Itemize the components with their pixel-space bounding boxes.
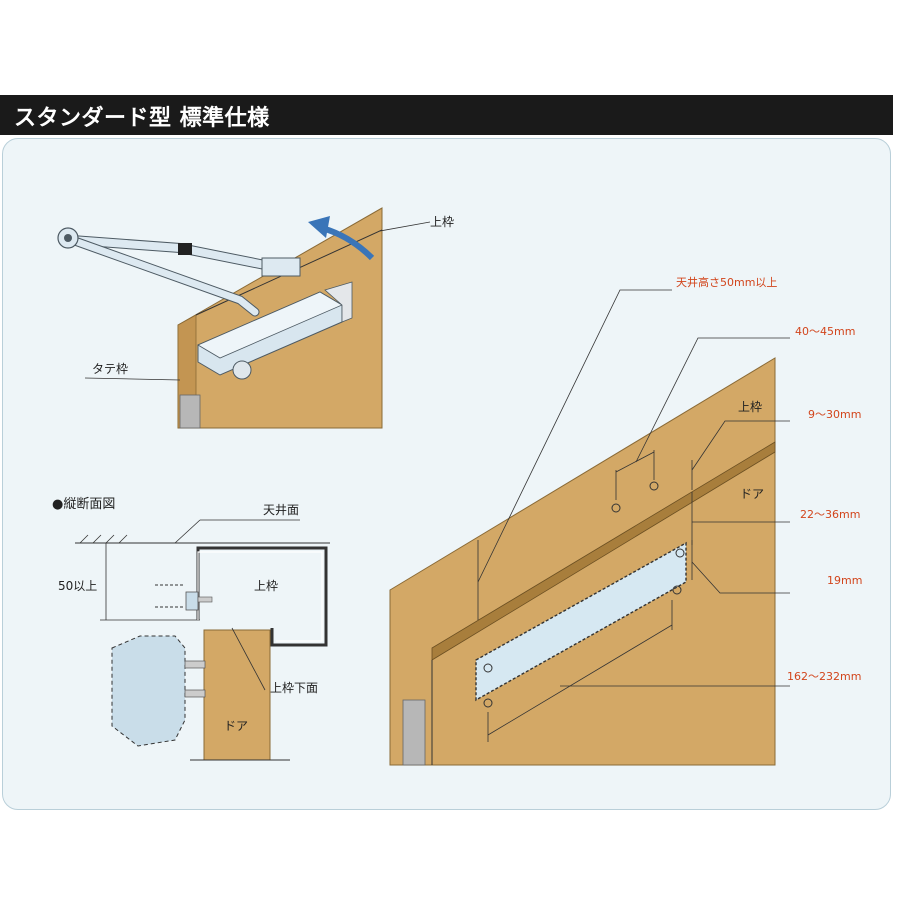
door-screw-1 [184,660,206,669]
dim-plate-offset: 22～36mm [800,508,860,521]
leader-side-frame [84,377,181,381]
cross-section: ●縦断面図 天井面 50以上 上枠 ドア 上 [52,497,330,761]
plate-length-dim [487,624,673,736]
hinge-block [179,394,201,429]
elbow-pin [64,234,72,242]
top-closer-illustration: 上枠 タテ枠 [57,207,454,429]
dim-plate-length: 162～232mm [787,670,861,683]
dim-frame-offset: 9～30mm [808,408,861,421]
motion-arrow-head [308,216,330,238]
arm-joint [178,243,192,255]
label-ceiling: 天井面 [263,503,299,517]
bracket-screw [197,596,213,603]
leader-upper-frame [379,221,431,232]
dim-plate-height: 19mm [827,574,862,587]
cross-section-title: ●縦断面図 [52,497,115,512]
mounting-plate [475,541,687,702]
leader-ceiling [174,519,201,544]
frame-hole-1 [611,503,621,513]
upper-frame-inner [197,551,323,642]
label-clearance: 50以上 [58,579,97,593]
page-title: スタンダード型 標準仕様 [14,106,270,131]
closer-bracket [324,281,353,323]
hole-spacing-dim [615,451,655,473]
adjust-valve [232,360,252,380]
plate-hole-2 [483,698,493,708]
label-upper-frame: 上枠 [430,215,454,229]
label-upper-frame-xs: 上枠 [254,579,278,593]
leader-frame-bottom [231,627,266,691]
dim-hole-spacing: 40～45mm [795,325,855,338]
upper-frame-strip [431,441,776,661]
ceiling-hatch [79,534,128,544]
plate-hole-3 [675,548,685,558]
label-side-frame: タテ枠 [92,362,128,376]
label-upper-frame-bottom: 上枠下面 [270,681,318,695]
forearm [68,236,259,316]
label-upper-frame-right: 上枠 [738,400,762,414]
plate-hole-4 [672,585,682,595]
frame-hole-2 [649,481,659,491]
label-door-right: ドア [740,487,764,501]
header-bar: スタンダード型 標準仕様 [0,95,893,135]
leader-frame-offset [691,420,790,471]
leader-ceiling-height [477,289,672,583]
bracket-block [185,591,199,611]
plate-hole-1 [483,663,493,673]
leader-plate-height [691,561,790,594]
label-door-xs: ドア [224,719,248,733]
closer-section [111,635,186,747]
dim-ceiling-height: 天井高さ50mm以上 [676,275,777,289]
leader-hole-spacing [635,337,790,463]
door-screw-2 [184,689,206,698]
door-section [203,629,271,761]
frame-bracket [261,257,301,277]
right-mount-diagram: 上枠 ドア 天井高さ50mm以上 40～45mm 9～30mm 22～36mm … [389,275,862,766]
hinge-post [402,699,426,766]
